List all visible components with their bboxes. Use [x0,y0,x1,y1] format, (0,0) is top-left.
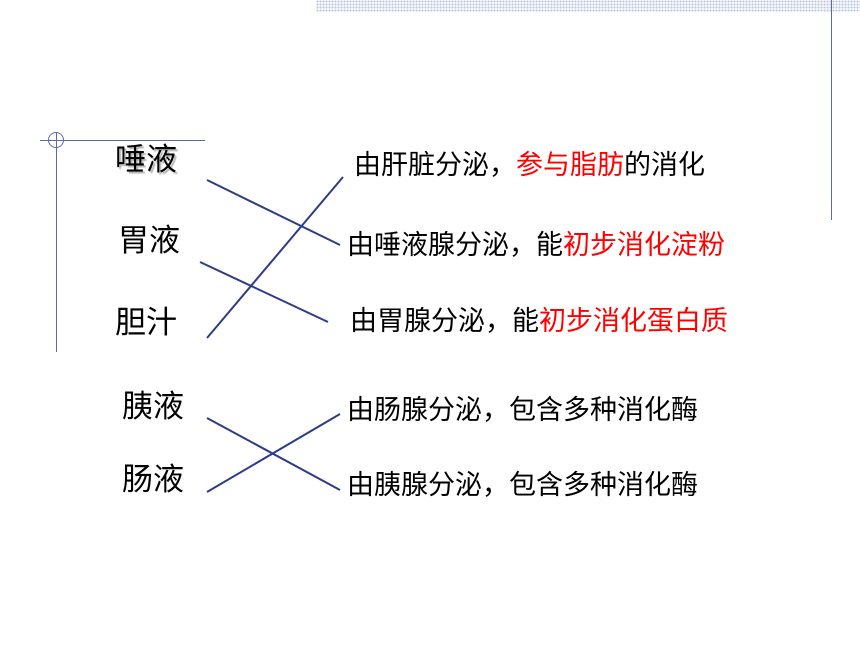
term-saliva: 唾液 [115,142,177,178]
description-gastric-gland-prefix: 由胃腺分泌，能 [350,306,539,337]
header-dot-pattern [316,0,860,12]
description-gastric-gland: 由胃腺分泌，能初步消化蛋白质 [350,308,728,335]
description-intestinal-gland: 由肠腺分泌，包含多种消化酶 [347,395,698,426]
line-gastric-juice-to-gastric-gland [199,261,329,323]
decorative-vertical-line-right [831,0,832,220]
term-intestinal-juice: 肠液 [122,462,184,498]
decorative-circle [48,132,64,148]
description-salivary-gland: 由唾液腺分泌，能初步消化淀粉 [347,232,725,259]
description-liver-prefix: 由肝脏分泌， [354,150,516,181]
term-gastric-juice: 胃液 [118,223,180,259]
decorative-horizontal-line-left [40,140,205,141]
description-gastric-gland-highlight: 初步消化蛋白质 [539,306,728,337]
description-liver-suffix: 的消化 [624,150,705,181]
term-pancreatic-juice: 胰液 [122,389,184,425]
description-liver-highlight: 参与脂肪 [516,150,624,181]
line-bile-to-liver [206,176,344,339]
decorative-vertical-line-left [56,132,57,352]
description-pancreas: 由胰腺分泌，包含多种消化酶 [347,470,698,501]
description-salivary-gland-prefix: 由唾液腺分泌，能 [347,230,563,261]
line-intestinal-juice-to-intestinal-gland [206,413,341,493]
description-salivary-gland-highlight: 初步消化淀粉 [563,230,725,261]
line-saliva-to-salivary-gland [206,179,341,246]
description-liver: 由肝脏分泌，参与脂肪的消化 [354,152,705,179]
term-bile: 胆汁 [115,305,177,341]
